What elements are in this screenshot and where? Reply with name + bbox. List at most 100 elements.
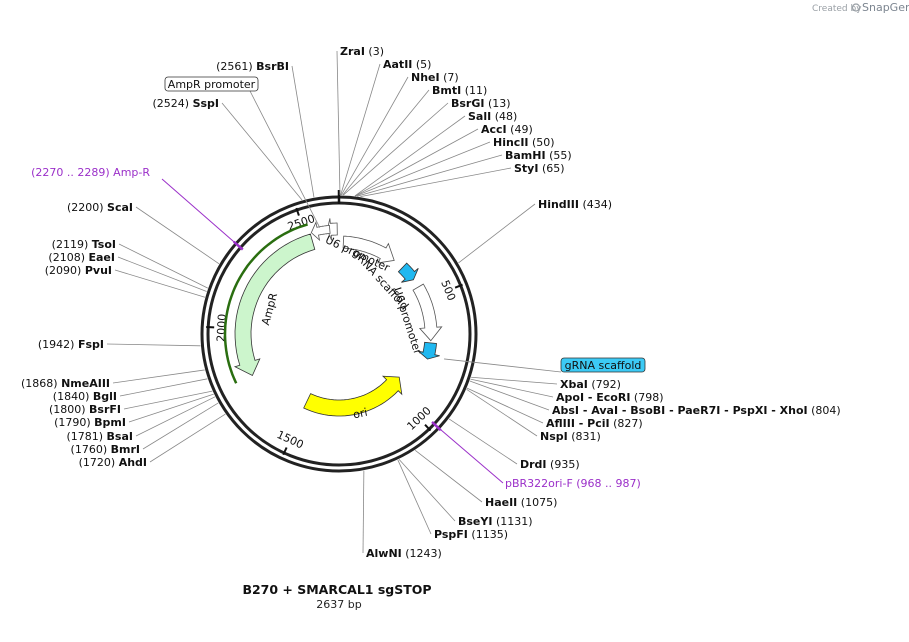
site-label: ApoI - EcoRI (798): [556, 391, 664, 404]
site-label: HindIII (434): [538, 198, 612, 211]
site-pvui[interactable]: (2090) PvuI: [45, 264, 206, 298]
site-bsrgi[interactable]: BsrGI (13): [343, 97, 511, 196]
feature-grna-scaffold[interactable]: [417, 341, 440, 360]
callout-ampr-promoter[interactable]: AmpR promoter: [164, 76, 321, 228]
site-leader-line: [106, 343, 201, 347]
primer-mark: [431, 421, 442, 432]
site-scai[interactable]: (2200) ScaI: [67, 201, 220, 265]
callout-box: [164, 76, 259, 92]
site-bgli[interactable]: (1840) BglI: [53, 378, 208, 403]
site-hindiii[interactable]: HindIII (434): [458, 198, 612, 264]
tick-mark: [454, 283, 463, 289]
site-tsoi[interactable]: (2119) TsoI: [52, 238, 208, 289]
site-label: (1781) BsaI: [66, 430, 133, 443]
site-leader-line: [135, 206, 220, 265]
feature-label-ori: ori: [352, 406, 369, 422]
site-label: (2200) ScaI: [67, 201, 133, 214]
site-styi[interactable]: StyI (65): [360, 162, 565, 198]
site-leader-line: [221, 102, 303, 201]
site-label: (1868) NmeAIII: [21, 377, 110, 390]
site-sali[interactable]: SalI (48): [354, 110, 517, 197]
feature-u6-promoter[interactable]: [326, 218, 338, 241]
site-fspi[interactable]: (1942) FspI: [38, 338, 201, 351]
site-label: (1942) FspI: [38, 338, 104, 351]
site-leader-line: [458, 203, 536, 264]
site-label: AlwNI (1243): [366, 547, 442, 560]
site-pspfi[interactable]: PspFI (1135): [397, 459, 508, 541]
site-alwni[interactable]: AlwNI (1243): [362, 470, 442, 560]
site-bseyi[interactable]: BseYI (1131): [398, 459, 533, 528]
site-bsai[interactable]: (1781) BsaI: [66, 396, 216, 443]
site-hincii[interactable]: HincII (50): [355, 136, 555, 197]
site-nmeaiii[interactable]: (1868) NmeAIII: [21, 369, 205, 390]
tick-mark: [295, 207, 300, 216]
site-leader-line: [142, 402, 219, 450]
site-leader-line: [471, 376, 558, 385]
site-haeii[interactable]: HaeII (1075): [414, 449, 557, 509]
site-absi-avai-bsobi-paer7i-pspxi-xhoi[interactable]: AbsI - AvaI - BsoBI - PaeR7I - PspXI - X…: [469, 380, 841, 417]
primer-mark: [232, 240, 244, 251]
site-leader-line: [336, 50, 341, 196]
site-leader-line: [118, 243, 208, 289]
restriction-sites: ZraI (3)AatII (5)NheI (7)BmtI (11)BsrGI …: [21, 45, 841, 560]
site-bsrfi[interactable]: (1800) BsrFI: [49, 390, 213, 416]
site-label: AccI (49): [481, 123, 533, 136]
site-label: (1760) BmrI: [71, 443, 140, 456]
site-label: NheI (7): [411, 71, 459, 84]
site-leader-line: [448, 418, 518, 465]
site-label: DrdI (935): [520, 458, 580, 471]
site-leader-line: [466, 387, 544, 424]
site-leader-line: [469, 380, 550, 411]
site-zrai[interactable]: ZraI (3): [336, 45, 384, 196]
site-acci[interactable]: AccI (49): [355, 123, 533, 197]
site-leader-line: [123, 390, 213, 410]
site-afliii-pcii[interactable]: AflIII - PciI (827): [466, 387, 643, 430]
site-drdi[interactable]: DrdI (935): [448, 418, 580, 471]
site-aatii[interactable]: AatII (5): [340, 58, 432, 196]
site-label: PspFI (1135): [434, 528, 508, 541]
site-label: ZraI (3): [340, 45, 384, 58]
tick-mark: [282, 447, 288, 456]
feature-grna-scaffold[interactable]: [397, 262, 419, 283]
created-by-text: Created by: [812, 4, 862, 14]
site-bmri[interactable]: (1760) BmrI: [71, 402, 219, 456]
site-label: (1840) BglI: [53, 390, 117, 403]
site-bsrbi[interactable]: (2561) BsrBI: [216, 60, 315, 198]
site-label: (2108) EaeI: [48, 251, 115, 264]
callout-label: gRNA scaffold: [565, 359, 642, 372]
site-leader-line: [397, 459, 432, 535]
site-label: BamHI (55): [505, 149, 572, 162]
site-nhei[interactable]: NheI (7): [340, 71, 459, 196]
feature-u6-promoter[interactable]: [342, 235, 395, 264]
plasmid-name: B270 + SMARCAL1 sgSTOP: [242, 582, 431, 597]
site-nspi[interactable]: NspI (831): [466, 388, 601, 443]
site-xbai[interactable]: XbaI (792): [471, 376, 621, 391]
site-sspi[interactable]: (2524) SspI: [152, 97, 303, 201]
site-bmti[interactable]: BmtI (11): [342, 84, 488, 196]
feature-u6-promoter[interactable]: [412, 283, 443, 342]
site-leader-line: [340, 63, 381, 196]
site-leader-line: [128, 393, 214, 423]
primer-leader-line: [436, 425, 504, 484]
site-leader-line: [342, 89, 430, 196]
site-ahdi[interactable]: (1720) AhdI: [79, 413, 226, 469]
site-label: BmtI (11): [432, 84, 487, 97]
primer-amp-r[interactable]: (2270 .. 2289) Amp-R: [31, 166, 244, 251]
site-apoi-ecori[interactable]: ApoI - EcoRI (798): [470, 378, 664, 404]
feature-ampr-promoter[interactable]: [310, 221, 331, 242]
callout-grna-scaffold[interactable]: gRNA scaffold: [444, 357, 646, 373]
callout-box: [560, 357, 646, 373]
site-bpmi[interactable]: (1790) BpmI: [54, 393, 214, 429]
site-bamhi[interactable]: BamHI (55): [357, 149, 572, 197]
feature-ampr[interactable]: [233, 233, 316, 377]
primer-pbr322ori-f[interactable]: pBR322ori-F (968 .. 987): [431, 421, 641, 490]
site-eaei[interactable]: (2108) EaeI: [48, 251, 207, 292]
site-label: (2524) SspI: [152, 97, 219, 110]
feature-ori[interactable]: [303, 375, 403, 417]
site-label: (2561) BsrBI: [216, 60, 289, 73]
site-leader-line: [355, 141, 491, 197]
site-label: (2119) TsoI: [52, 238, 116, 251]
callout-leader-line: [249, 90, 321, 228]
